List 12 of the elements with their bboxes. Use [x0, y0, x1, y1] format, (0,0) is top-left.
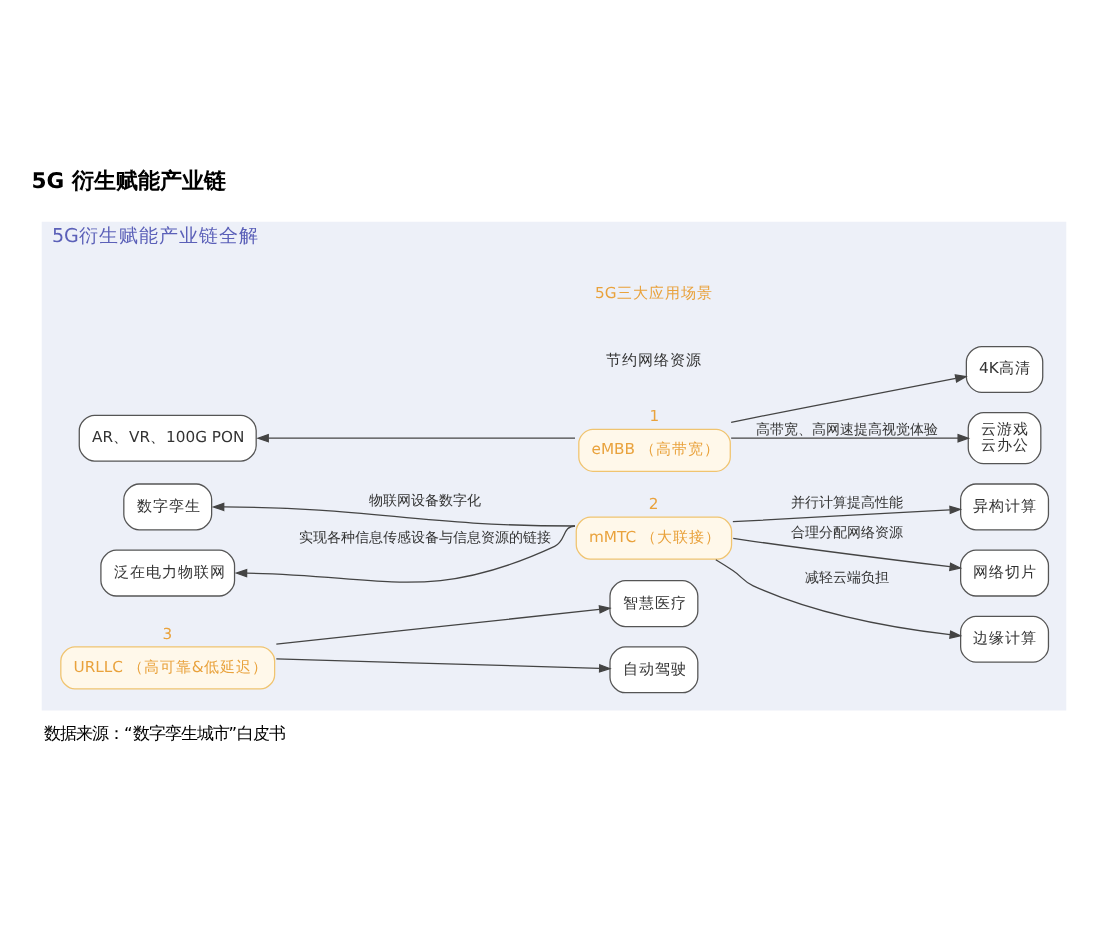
arrow: [730, 433, 971, 443]
arrow: [234, 525, 576, 583]
arrow: [732, 537, 963, 572]
arrow: [211, 502, 576, 527]
arrow: [275, 604, 612, 645]
arrow: [732, 505, 963, 523]
arrow: [256, 433, 576, 443]
caption: 数据来源：“数字孪生城市”白皮书: [43, 723, 286, 744]
arrow: [715, 559, 963, 639]
arrow: [275, 658, 612, 673]
arrow: [730, 374, 968, 423]
diagram-title: 5G 衍生赋能产业链: [31, 168, 226, 195]
